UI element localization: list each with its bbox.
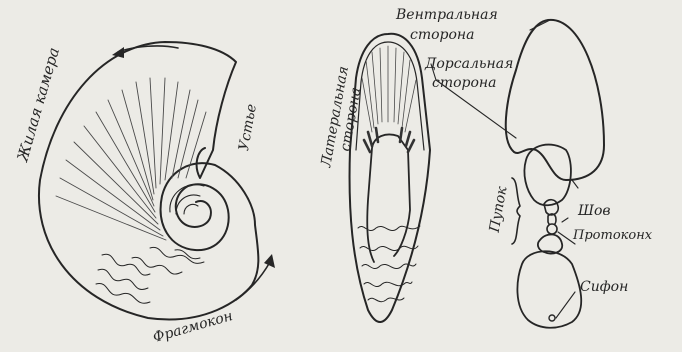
umbo-bracket <box>512 178 520 244</box>
siphuncle-point <box>549 315 555 321</box>
label-siphuncle: Сифон <box>580 280 628 295</box>
shell-suture-lines <box>96 247 204 303</box>
shell-radial-ribs <box>56 78 206 240</box>
front-view-ribs <box>362 46 416 132</box>
label-dorsal-side-2: сторона <box>432 76 497 91</box>
shell-outline <box>39 42 258 319</box>
section-lower-whorls <box>517 234 581 327</box>
phragmocone-arrowhead <box>264 254 275 268</box>
label-ventral-side-2: сторона <box>410 28 475 43</box>
section-outer-whorl <box>506 20 604 180</box>
living-chamber-arrowhead <box>112 47 124 58</box>
label-dorsal-side-1: Дорсальная <box>425 57 513 72</box>
label-protoconch: Протоконх <box>573 228 652 243</box>
dorsal-whorl <box>367 135 410 263</box>
section-second-whorl <box>524 145 571 206</box>
shell-side-view <box>39 42 275 319</box>
label-ventral-side-1: Вентральная <box>396 8 498 23</box>
protoconch-circle <box>547 224 557 234</box>
label-suture: Шов <box>578 204 611 219</box>
